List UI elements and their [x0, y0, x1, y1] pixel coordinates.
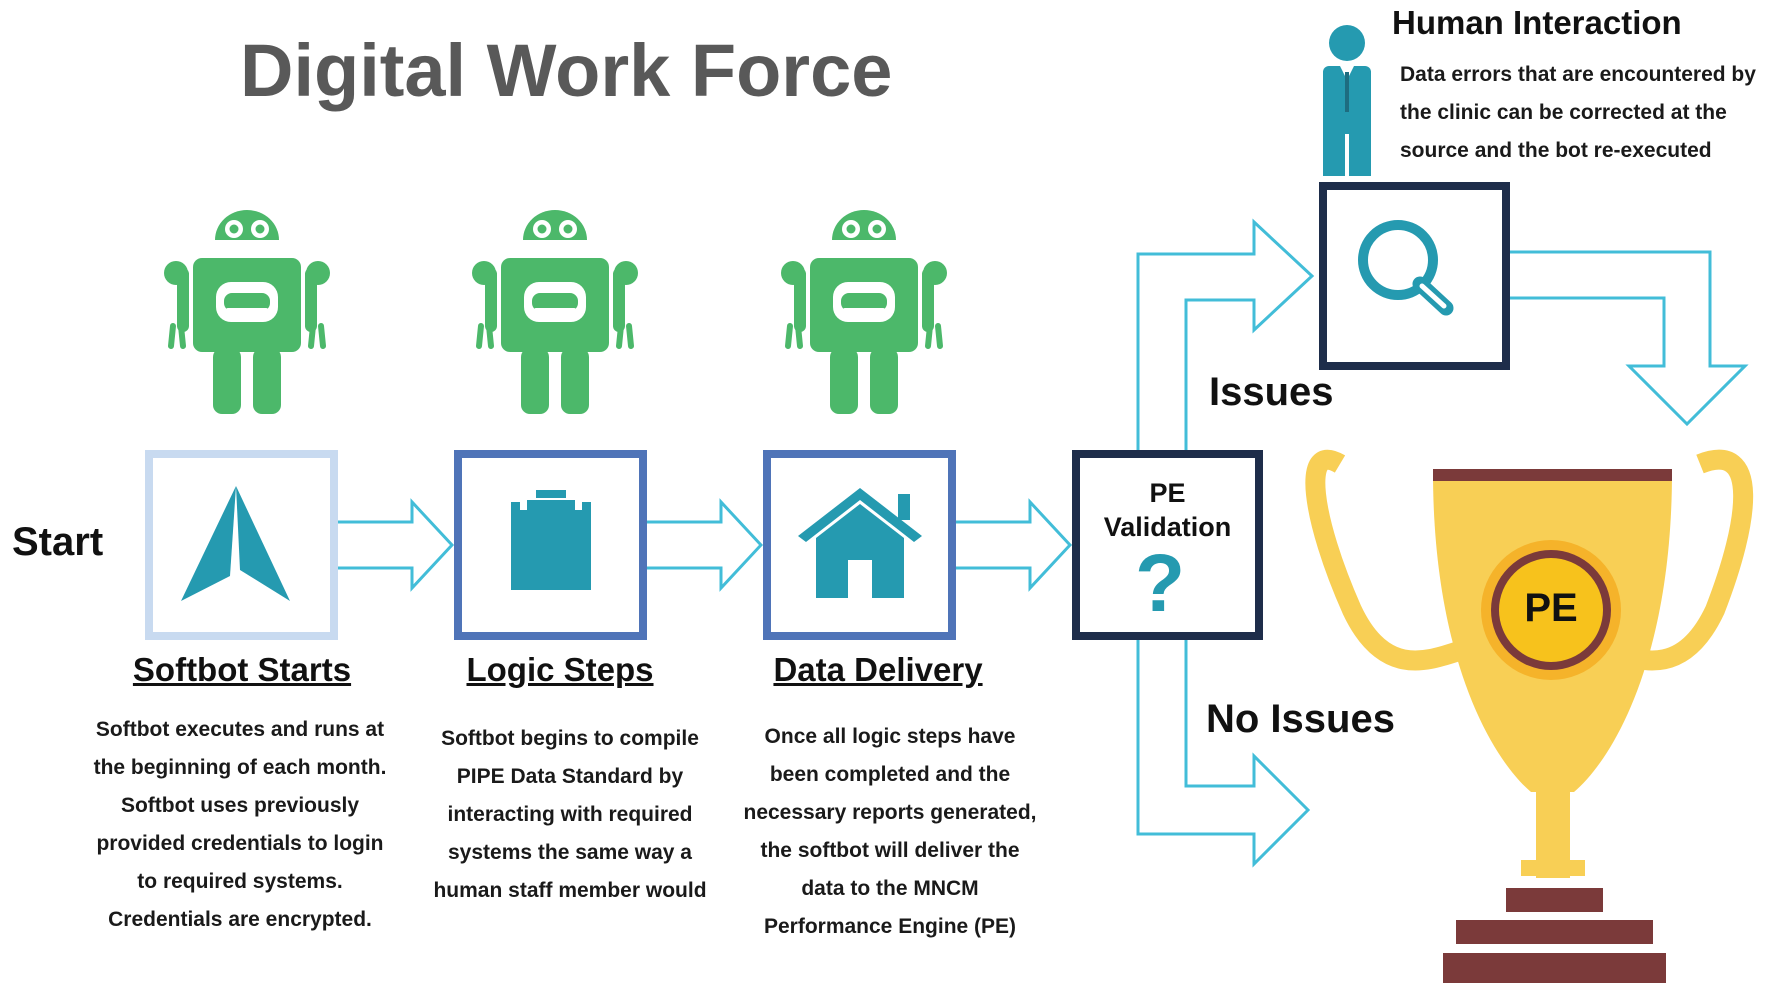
step-description-logic-steps: Softbot begins to compile PIPE Data Stan…	[433, 727, 707, 902]
issues-label: Issues	[1209, 370, 1334, 414]
pe-validation-label: PE Validation	[1103, 478, 1232, 542]
house-icon	[798, 488, 922, 598]
issues-arrow	[1136, 218, 1315, 450]
arrow-step-2-to-3	[647, 498, 764, 592]
arrow-step-3-to-validation	[956, 498, 1073, 592]
pe-validation-box	[1072, 450, 1263, 640]
human-interaction-box	[1319, 182, 1510, 370]
human-icon	[1323, 25, 1371, 176]
step-title-logic-steps: Logic Steps	[466, 651, 654, 688]
page-title: Digital Work Force	[240, 29, 893, 112]
step-title-softbot-starts: Softbot Starts	[132, 651, 352, 688]
softbot-starts-box	[145, 450, 338, 640]
return-arrow	[1510, 250, 1749, 427]
no-issues-label: No Issues	[1206, 697, 1395, 741]
question-mark-icon: ?	[1135, 538, 1185, 629]
human-interaction-description: Data errors that are encountered by the …	[1400, 63, 1756, 162]
robot-icon-3	[781, 210, 947, 414]
human-interaction-title: Human Interaction	[1392, 4, 1682, 41]
no-issues-arrow	[1136, 640, 1311, 868]
start-label: Start	[12, 520, 104, 564]
step-title-data-delivery: Data Delivery	[773, 651, 983, 688]
magnifier-icon	[1358, 220, 1454, 316]
navigation-arrow-icon	[181, 486, 290, 601]
clipboard-icon	[511, 490, 591, 590]
trophy-icon	[1305, 449, 1754, 983]
step-description-data-delivery: Once all logic steps have been completed…	[743, 725, 1037, 938]
robot-icon-2	[472, 210, 638, 414]
trophy-pe-label: PE	[1524, 586, 1578, 630]
robot-icon-1	[164, 210, 330, 414]
arrow-step-1-to-2	[338, 498, 455, 592]
step-description-softbot-starts: Softbot executes and runs at the beginni…	[93, 718, 387, 931]
